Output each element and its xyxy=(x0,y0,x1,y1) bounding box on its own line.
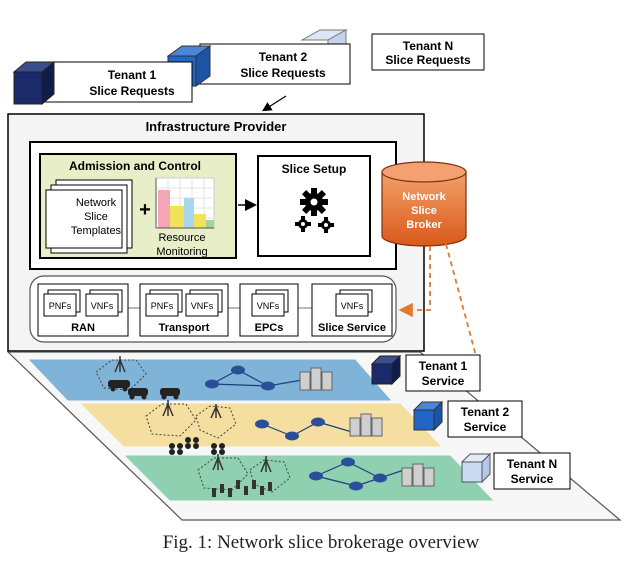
tenantN-service-cube xyxy=(461,461,483,483)
epcs-tag-vnfs: VNFs xyxy=(257,301,280,311)
transport-label: Transport xyxy=(159,322,210,334)
tenant1-service-line1: Tenant 1 xyxy=(419,359,468,373)
tenantN-datacenter xyxy=(401,463,435,487)
domain-epcs: VNFs EPCs xyxy=(239,283,299,337)
broker-line2: Slice xyxy=(411,205,437,217)
request-arrow xyxy=(261,95,287,112)
figure-caption: Fig. 1: Network slice brokerage overview xyxy=(162,532,480,553)
ran-tag-vnfs: VNFs xyxy=(91,301,114,311)
slice-service-tag-vnfs: VNFs xyxy=(341,301,364,311)
tenant1-datacenter xyxy=(299,367,333,391)
tenant1-service-cube xyxy=(371,363,393,385)
slice-setup-title: Slice Setup xyxy=(282,162,347,176)
ran-tag-pnfs: PNFs xyxy=(49,301,72,311)
tenantN-service-line1: Tenant N xyxy=(507,457,557,471)
templates-line2: Slice xyxy=(84,211,108,223)
tenant1-request-line1: Tenant 1 xyxy=(108,68,157,82)
resource-monitoring-line1: Resource xyxy=(158,232,205,244)
tenant2-network-layer xyxy=(80,400,442,455)
tenantN-network-layer xyxy=(124,454,494,501)
tenant1-service-line2: Service xyxy=(422,374,465,388)
tenant2-service: Tenant 2 Service xyxy=(412,400,523,438)
tenant2-request-card: Tenant 2 Slice Requests xyxy=(166,43,351,87)
tenantN-service-line2: Service xyxy=(511,472,554,486)
tenant2-drones xyxy=(169,437,225,455)
tenant1-antenna xyxy=(114,356,126,373)
tenantN-request-line2: Slice Requests xyxy=(385,53,471,67)
tenant1-request-card: Tenant 1 Slice Requests xyxy=(12,60,193,106)
broker-line1: Network xyxy=(402,191,446,203)
tenant2-service-line1: Tenant 2 xyxy=(461,405,510,419)
plus-sign: + xyxy=(139,199,151,221)
tenant1-cars xyxy=(108,380,180,400)
slice-service-label: Slice Service xyxy=(318,322,386,334)
transport-tag-pnfs: PNFs xyxy=(151,301,174,311)
tenant2-service-line2: Service xyxy=(464,420,507,434)
tenant2-request-line1: Tenant 2 xyxy=(259,50,308,64)
tenant1-request-cube xyxy=(13,71,43,105)
template-sheet-front xyxy=(45,189,123,249)
tenant2-service-cube xyxy=(413,409,435,431)
tenant1-service: Tenant 1 Service xyxy=(370,354,481,392)
network-slice-broker: Network Slice Broker xyxy=(381,161,467,247)
broker-to-tenants-link xyxy=(445,243,477,357)
tenant1-request-line2: Slice Requests xyxy=(89,84,175,98)
templates-line1: Network xyxy=(76,197,117,209)
epcs-label: EPCs xyxy=(255,322,284,334)
transport-tag-vnfs: VNFs xyxy=(191,301,214,311)
ran-label: RAN xyxy=(71,322,95,334)
resource-monitoring-chart-icon xyxy=(155,177,215,229)
infrastructure-provider-title: Infrastructure Provider xyxy=(146,119,287,134)
templates-line3: Templates xyxy=(71,225,122,237)
tenantN-service: Tenant N Service xyxy=(460,452,571,490)
domain-ran: PNFs VNFs RAN xyxy=(37,283,129,337)
tenant1-network-layer xyxy=(28,356,392,401)
domain-transport: PNFs VNFs Transport xyxy=(139,283,229,337)
tenant2-request-line2: Slice Requests xyxy=(240,66,326,80)
tenantN-iot-devices xyxy=(212,480,272,497)
broker-line3: Broker xyxy=(406,219,442,231)
admission-control-title: Admission and Control xyxy=(69,159,201,173)
tenantN-request-line1: Tenant N xyxy=(403,39,453,53)
tenant2-datacenter xyxy=(349,413,383,437)
resource-monitoring-line2: Monitoring xyxy=(156,246,207,258)
domain-slice-service: VNFs Slice Service xyxy=(311,283,393,337)
broker-to-slice-service-link xyxy=(398,246,431,318)
slice-brokerage-diagram: Tenant N Slice Requests Tenant 2 Slice R… xyxy=(6,29,622,521)
